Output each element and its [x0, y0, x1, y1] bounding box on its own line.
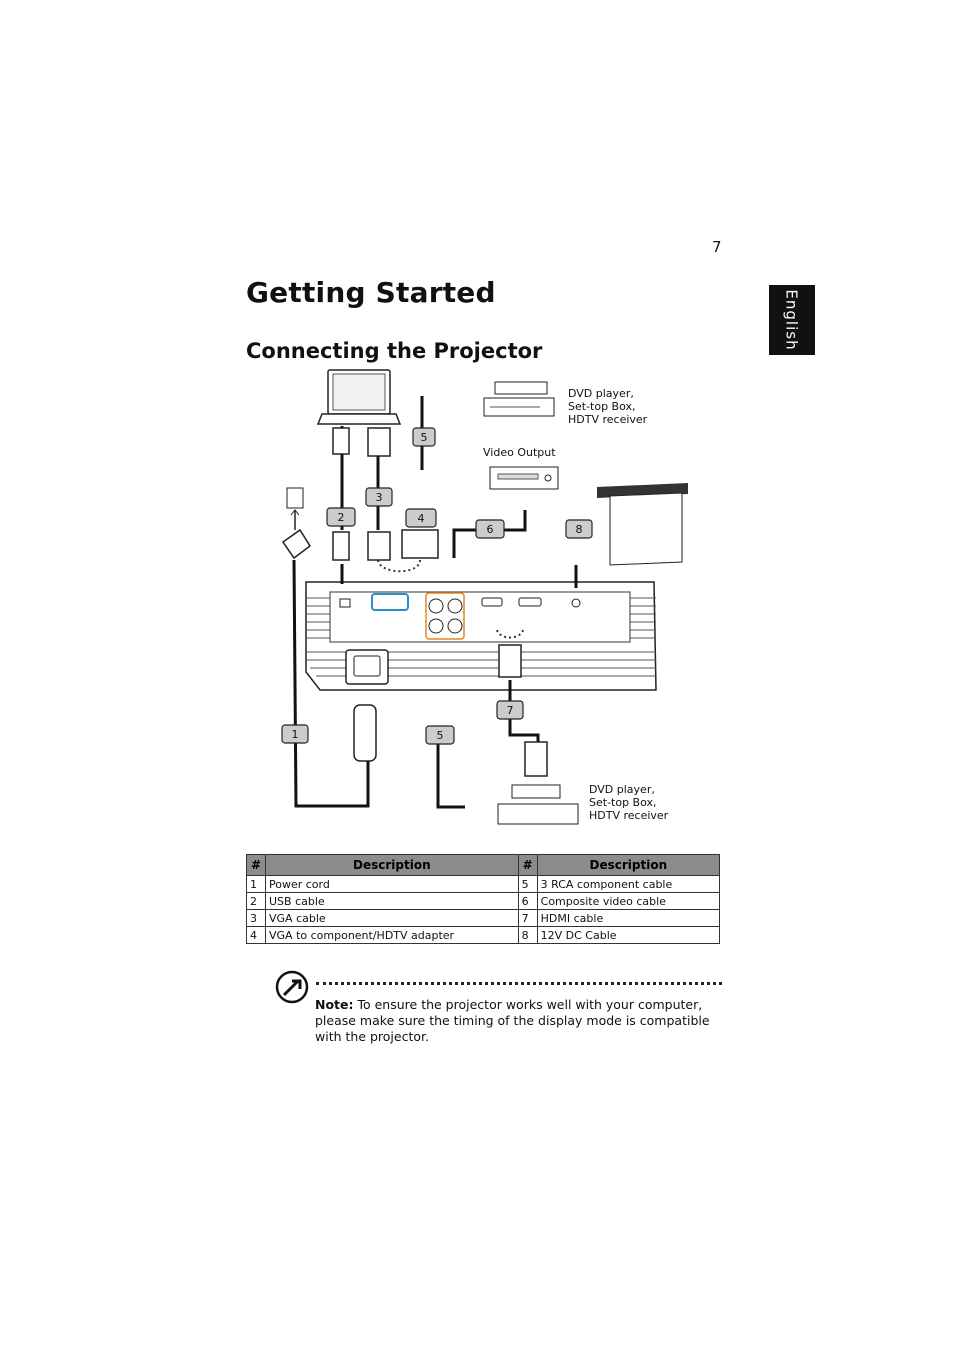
projection-screen-icon [597, 483, 688, 566]
projector-icon [305, 581, 657, 691]
svg-text:8: 8 [576, 523, 583, 536]
page-title: Getting Started [246, 276, 496, 309]
table-header-description: Description [265, 854, 519, 876]
svg-text:3: 3 [376, 491, 383, 504]
table-cell: 1 [246, 875, 266, 893]
video-output-device-icon [489, 466, 559, 490]
note-body: Note: To ensure the projector works well… [315, 997, 715, 1045]
section-title: Connecting the Projector [246, 339, 543, 363]
callout-numbers: 1 2 3 4 5 5 6 7 8 [292, 431, 583, 742]
table-cell: 6 [517, 892, 538, 910]
table-row: 2 USB cable 6 Composite video cable [246, 892, 721, 910]
table-cell: USB cable [265, 892, 519, 910]
svg-text:4: 4 [418, 512, 425, 525]
svg-text:5: 5 [421, 431, 428, 444]
table-cell: 2 [246, 892, 266, 910]
svg-text:7: 7 [507, 704, 514, 717]
svg-text:5: 5 [437, 729, 444, 742]
source-device-top-label: DVD player, Set-top Box, HDTV receiver [568, 387, 648, 426]
dvd-player-bottom-icon [497, 784, 579, 825]
table-cell: 4 [246, 926, 266, 944]
table-header-number: # [517, 854, 538, 876]
table-cell: 3 [246, 909, 266, 927]
dsub-connector-icons [332, 427, 439, 561]
table-row: 3 VGA cable 7 HDMI cable [246, 909, 721, 927]
svg-text:6: 6 [487, 523, 494, 536]
note-icon [275, 970, 309, 1004]
table-cell: VGA cable [265, 909, 519, 927]
table-cell: Composite video cable [536, 892, 721, 910]
hdmi-plug-icon [498, 644, 548, 777]
table-cell: 7 [517, 909, 538, 927]
table-header-row: # Description # Description [246, 854, 721, 876]
svg-text:1: 1 [292, 728, 299, 741]
power-plug-icon [281, 528, 377, 762]
dvd-player-top-icon [483, 381, 555, 417]
callout-boxes [281, 427, 593, 745]
table-header-description: Description [536, 854, 721, 876]
language-tab: English [769, 285, 815, 355]
table-cell: 8 [517, 926, 538, 944]
video-output-label: Video Output [483, 446, 556, 459]
table-row: 4 VGA to component/HDTV adapter 8 12V DC… [246, 926, 721, 944]
note-text: To ensure the projector works well with … [315, 997, 710, 1044]
table-cell: HDMI cable [536, 909, 721, 927]
table-cell: Power cord [265, 875, 519, 893]
table-row: 1 Power cord 5 3 RCA component cable [246, 875, 721, 893]
table-cell: 5 [517, 875, 538, 893]
parts-table: # Description # Description 1 Power cord… [246, 854, 721, 944]
table-cell: 12V DC Cable [536, 926, 721, 944]
laptop-icon [316, 369, 402, 425]
table-cell: 3 RCA component cable [536, 875, 721, 893]
page-number: 7 [712, 238, 722, 256]
table-cell: VGA to component/HDTV adapter [265, 926, 519, 944]
table-header-number: # [246, 854, 266, 876]
source-device-bottom-label: DVD player, Set-top Box, HDTV receiver [589, 783, 669, 822]
note-divider [316, 982, 722, 985]
connection-diagram: 1 2 3 4 5 5 6 7 8 [281, 369, 688, 825]
power-outlet-icon [286, 487, 304, 530]
svg-text:2: 2 [338, 511, 345, 524]
note-label: Note: [315, 997, 354, 1012]
language-tab-label: English [783, 289, 802, 351]
